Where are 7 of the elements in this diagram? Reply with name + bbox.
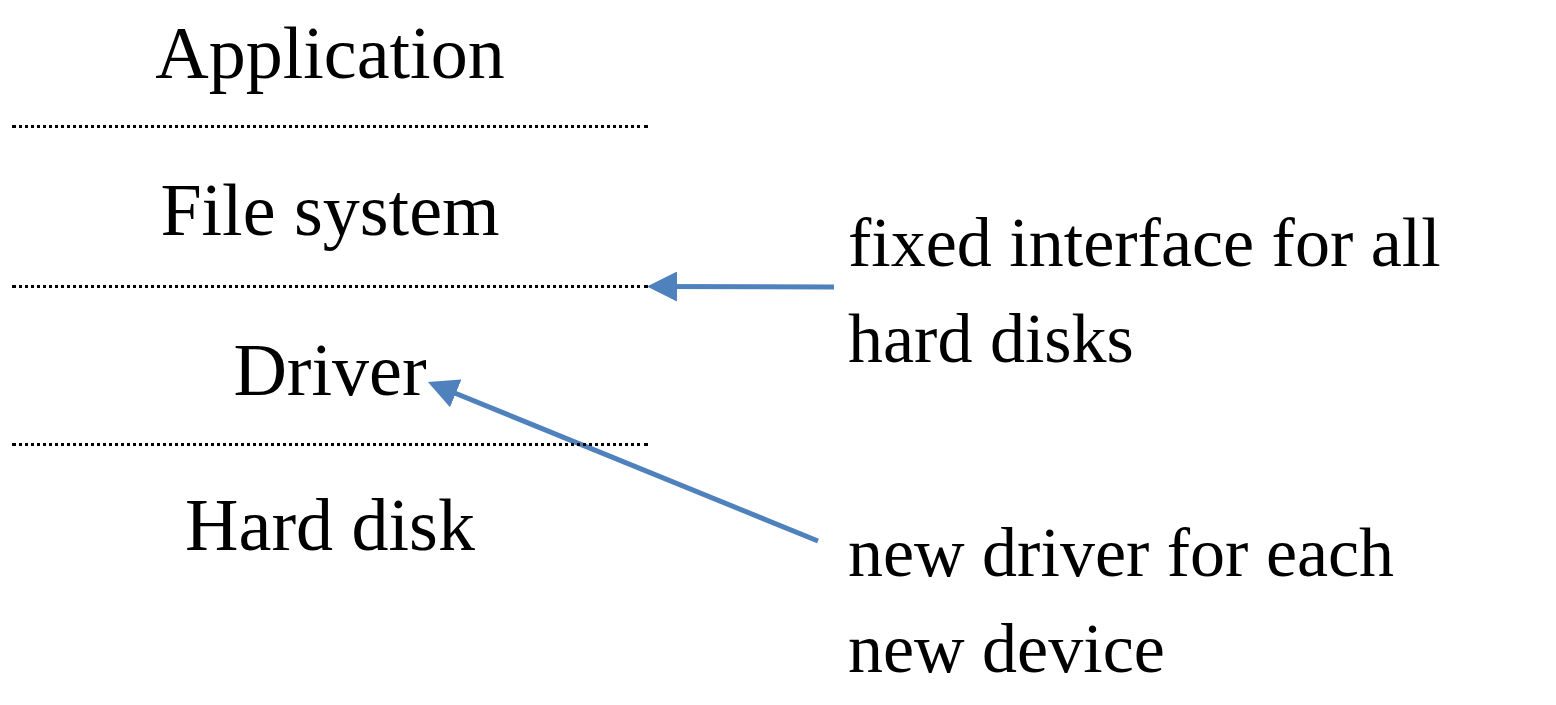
arrow [647,271,834,302]
layer-label: Driver [233,333,427,407]
annotation-text: fixed interface for all hard disks [848,204,1441,377]
annotation-text: new driver for each new device [848,514,1395,687]
layer-label: Hard disk [185,488,475,562]
arrow [427,379,819,544]
divider-line [12,285,648,288]
